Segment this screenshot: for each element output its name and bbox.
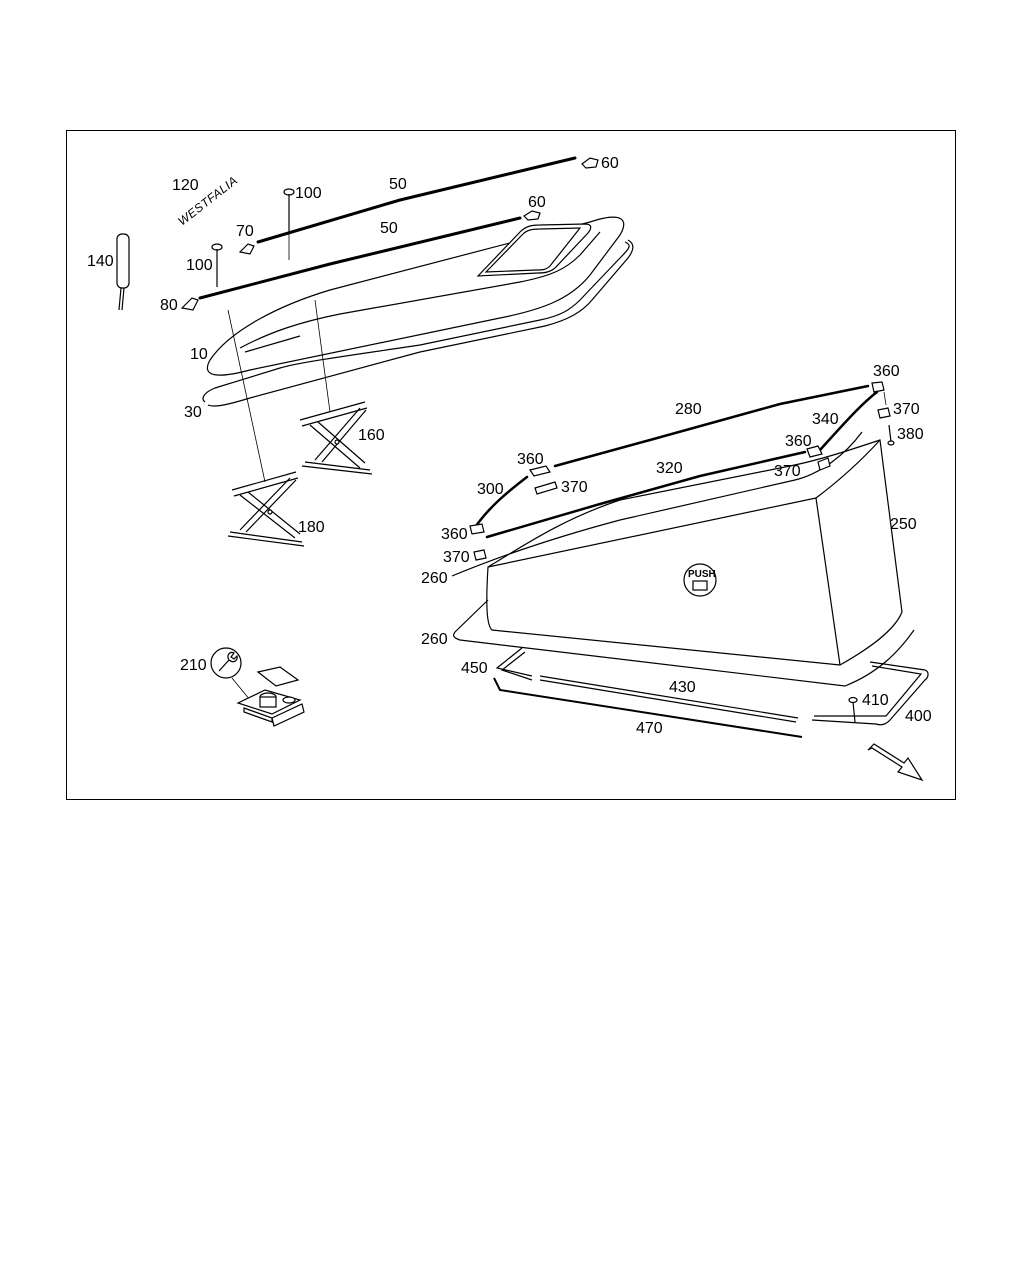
push-symbol	[692, 580, 708, 591]
part-label-30: 30	[184, 404, 202, 421]
cap-part-360-top-right	[871, 381, 885, 393]
scissor-hinge-part-160	[299, 401, 373, 475]
screw-part-380	[887, 424, 895, 446]
cap-part-360-upper-left	[529, 465, 551, 477]
screw-part-410	[848, 696, 858, 723]
part-label-360-top-right: 360	[873, 363, 900, 380]
end-cap-part-80	[180, 297, 199, 311]
strip-part-430	[539, 675, 799, 723]
part-label-160: 160	[358, 427, 385, 444]
part-label-70: 70	[236, 223, 254, 240]
part-label-370-upper-left: 370	[561, 479, 588, 496]
strip-part-50-upper	[256, 156, 577, 244]
part-label-50-lower: 50	[380, 220, 398, 237]
part-label-210: 210	[180, 657, 207, 674]
part-label-60-upper: 60	[601, 155, 619, 172]
part-label-400: 400	[905, 708, 932, 725]
strip-part-50-lower	[198, 216, 522, 300]
strip-part-470	[493, 677, 803, 738]
part-label-80: 80	[160, 297, 178, 314]
clip-part-370-lower-left	[473, 549, 487, 561]
part-label-380: 380	[897, 426, 924, 443]
part-label-120: 120	[172, 177, 199, 194]
frame-part-400	[811, 661, 929, 726]
part-label-340: 340	[812, 411, 839, 428]
adhesive-tube-part-140	[116, 233, 130, 311]
part-label-430: 430	[669, 679, 696, 696]
part-label-370-center: 370	[774, 463, 801, 480]
screw-part-100-upper	[283, 188, 295, 260]
part-label-370-right: 370	[893, 401, 920, 418]
clip-part-370-upper-left	[534, 481, 558, 495]
cap-part-360-center	[806, 445, 823, 458]
strip-part-260-upper	[451, 431, 863, 577]
clip-part-370-right	[877, 407, 891, 419]
end-cap-part-60-upper	[581, 157, 599, 169]
bracket-part-450	[495, 647, 533, 681]
part-label-410: 410	[862, 692, 889, 709]
seal-part-30	[202, 239, 634, 407]
part-label-280: 280	[675, 401, 702, 418]
roof-lid-part-10	[206, 216, 625, 376]
strip-part-340	[818, 390, 879, 452]
strip-part-280	[553, 384, 870, 468]
part-label-360-lower-left: 360	[441, 526, 468, 543]
roof-body-part-250	[486, 439, 903, 666]
cap-part-360-lower-left	[469, 523, 485, 535]
part-label-320: 320	[656, 460, 683, 477]
end-cap-part-60-lower	[523, 210, 541, 221]
part-label-100-upper: 100	[295, 185, 322, 202]
push-button	[683, 563, 717, 597]
repair-kit-part-210	[210, 647, 305, 727]
strip-part-300	[474, 475, 529, 528]
part-label-60-lower: 60	[528, 194, 546, 211]
part-label-50-upper: 50	[389, 176, 407, 193]
part-label-260-lower: 260	[421, 631, 448, 648]
strip-part-260-lower	[453, 599, 915, 687]
screw-part-100-lower	[211, 243, 223, 287]
part-label-300: 300	[477, 481, 504, 498]
part-label-140: 140	[87, 253, 114, 270]
scissor-hinge-part-180	[227, 471, 305, 547]
part-label-360-upper-left: 360	[517, 451, 544, 468]
part-label-360-center: 360	[785, 433, 812, 450]
part-label-370-lower-left: 370	[443, 549, 470, 566]
clip-part-370-center	[817, 457, 831, 471]
part-label-450: 450	[461, 660, 488, 677]
part-label-180: 180	[298, 519, 325, 536]
strip-part-320	[485, 450, 807, 539]
part-label-10: 10	[190, 346, 208, 363]
part-label-470: 470	[636, 720, 663, 737]
part-label-100-lower: 100	[186, 257, 213, 274]
part-label-250: 250	[890, 516, 917, 533]
direction-arrow	[867, 743, 924, 782]
end-cap-part-70	[238, 243, 255, 255]
push-label: PUSH	[688, 569, 716, 580]
part-label-260-upper: 260	[421, 570, 448, 587]
